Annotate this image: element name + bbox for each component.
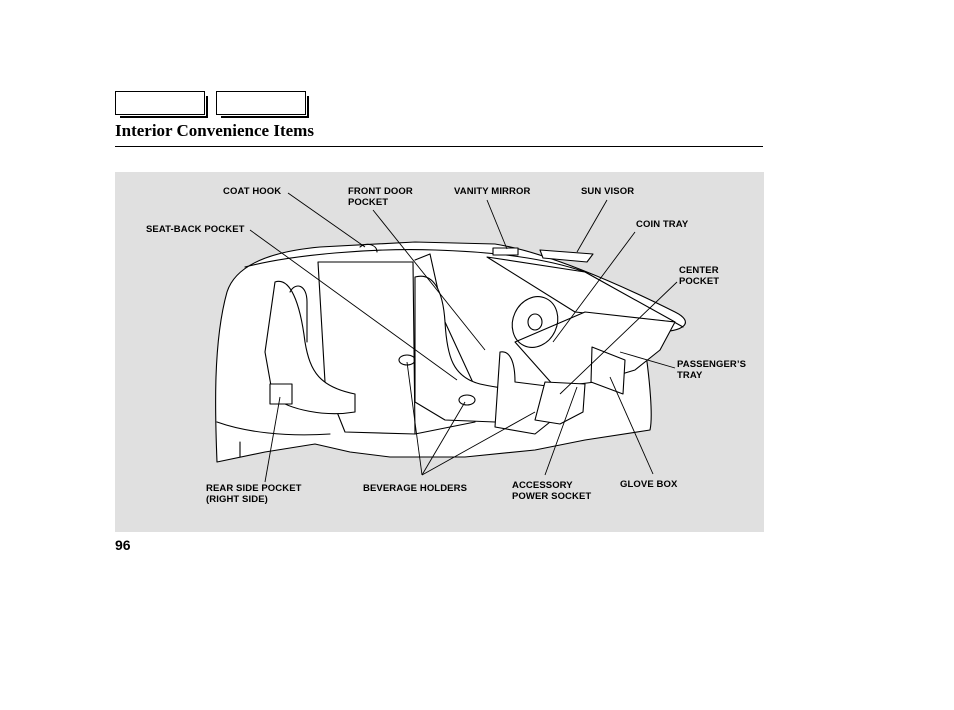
page-title: Interior Convenience Items xyxy=(115,121,314,140)
leader-lines xyxy=(249,192,678,483)
leader-center-pocket xyxy=(559,281,678,395)
roof-line xyxy=(244,249,684,328)
label-seat-back-pocket: SEAT-BACK POCKET xyxy=(146,224,245,235)
rear-seat xyxy=(264,280,356,415)
leader-rear-side-pocket xyxy=(264,396,281,483)
center-console xyxy=(534,381,586,425)
leader-coin-tray xyxy=(552,231,636,343)
leader-sun-visor xyxy=(576,199,608,253)
label-sun-visor: SUN VISOR xyxy=(581,186,635,197)
leader-beverage-holder-3 xyxy=(421,411,536,476)
leader-vanity-mirror xyxy=(486,199,508,250)
sun-visor-shape xyxy=(539,249,594,263)
glove-box-shape xyxy=(590,346,626,395)
label-center-pocket: CENTER POCKET xyxy=(679,265,720,287)
leader-beverage-holder-2 xyxy=(421,401,466,476)
label-glove-box: GLOVE BOX xyxy=(620,479,678,490)
leader-beverage-holder-1 xyxy=(406,361,423,476)
label-front-door-pocket: FRONT DOOR POCKET xyxy=(348,186,413,208)
label-accessory-power-socket: ACCESSORY POWER SOCKET xyxy=(512,480,592,502)
leader-passengers-tray xyxy=(619,351,676,369)
label-coat-hook: COAT HOOK xyxy=(223,186,282,197)
nav-button-main-menu[interactable] xyxy=(115,91,208,118)
steering-wheel xyxy=(511,296,559,348)
leader-seat-back-pocket xyxy=(249,229,458,381)
label-coin-tray: COIN TRAY xyxy=(636,219,689,230)
beverage-holder-2 xyxy=(458,394,476,406)
interior-illustration: COAT HOOK FRONT DOOR POCKET VANITY MIRRO… xyxy=(115,172,764,532)
page-number: 96 xyxy=(115,537,131,553)
leader-coat-hook xyxy=(287,192,366,248)
leader-glove-box xyxy=(609,376,654,475)
leader-front-door-pocket xyxy=(372,209,486,351)
vanity-mirror-shape xyxy=(492,247,519,256)
label-rear-side-pocket: REAR SIDE POCKET (RIGHT SIDE) xyxy=(206,483,302,505)
car-interior-drawing xyxy=(215,192,686,483)
nav-button-index[interactable] xyxy=(216,91,309,118)
title-divider xyxy=(115,146,763,147)
rear-side-pocket-shape xyxy=(269,383,293,405)
rear-door-frame xyxy=(317,261,416,435)
coat-hook-shape xyxy=(359,243,378,253)
label-beverage-holders: BEVERAGE HOLDERS xyxy=(363,483,468,494)
label-passengers-tray: PASSENGER’S TRAY xyxy=(677,359,747,381)
label-vanity-mirror: VANITY MIRROR xyxy=(454,186,531,197)
front-door-frame xyxy=(414,253,476,435)
leader-power-socket xyxy=(544,386,578,476)
